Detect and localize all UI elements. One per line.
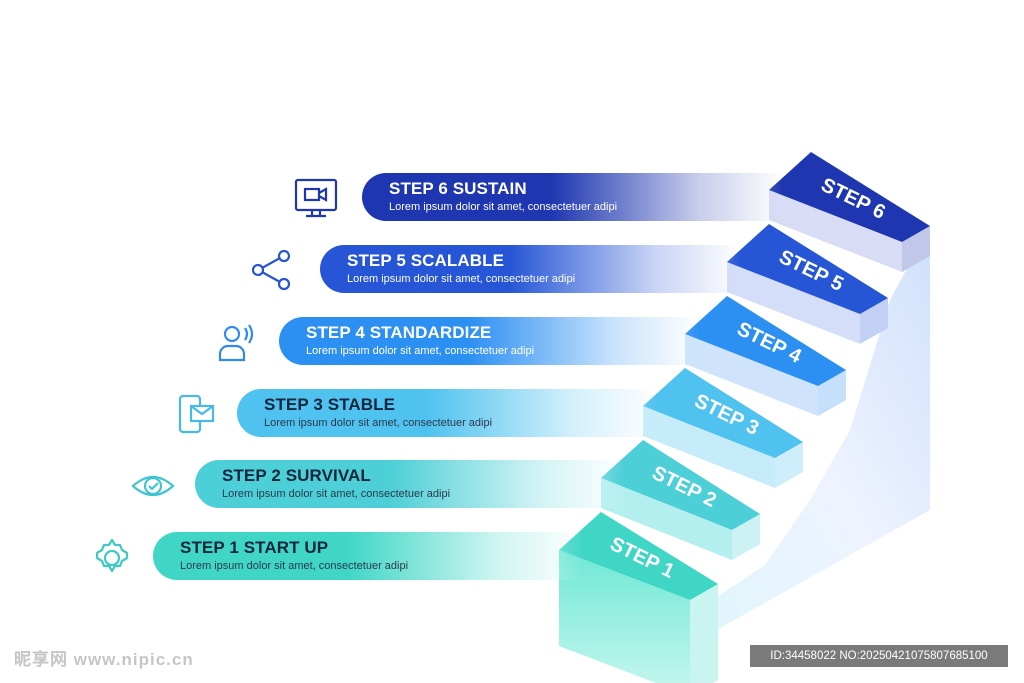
step-banner-2: STEP 2 SURVIVAL Lorem ipsum dolor sit ame…	[195, 460, 625, 508]
step-description: Lorem ipsum dolor sit amet, consectetuer…	[264, 417, 493, 429]
watermark-left: 昵享网 www.nipic.cn	[14, 650, 194, 669]
stair-depth-face	[732, 514, 760, 560]
step-title: STEP 1 START UP	[180, 538, 329, 557]
step-title: STEP 5 SCALABLE	[347, 251, 505, 270]
step-banner-4: STEP 4 STANDARDIZE Lorem ipsum dolor sit …	[279, 317, 699, 365]
stair-riser	[559, 550, 690, 683]
stair-top-face	[559, 512, 718, 600]
step-description: Lorem ipsum dolor sit amet, consectetuer…	[306, 345, 535, 357]
step-banner-1: STEP 1 START UP Lorem ipsum dolor sit ame…	[153, 532, 583, 580]
step-title: STEP 4 STANDARDIZE	[306, 323, 492, 342]
gear-icon	[88, 534, 136, 582]
stair-riser	[727, 262, 860, 344]
stair-depth-face	[860, 298, 888, 344]
step-description: Lorem ipsum dolor sit amet, consectetuer…	[389, 201, 618, 213]
stair-depth-face	[818, 370, 846, 416]
monitor-video-icon	[292, 174, 340, 222]
stair-riser	[643, 406, 775, 488]
step-title: STEP 3 STABLE	[264, 395, 396, 414]
step-title: STEP 2 SURVIVAL	[222, 466, 371, 485]
stair-top-face	[685, 296, 846, 386]
stair-top-face	[769, 152, 930, 242]
stair-riser	[601, 478, 732, 560]
stair-depth-face	[902, 226, 930, 272]
watermark-id: ID:34458022 NO:20250421075807685100	[750, 645, 1008, 667]
eye-icon	[129, 462, 177, 510]
stair-depth-face	[690, 584, 718, 683]
step-banner-5: STEP 5 SCALABLE Lorem ipsum dolor sit ame…	[320, 245, 740, 293]
step-banner-3: STEP 3 STABLE Lorem ipsum dolor sit amet,…	[237, 389, 657, 437]
stair-side-wall	[690, 226, 930, 645]
step-description: Lorem ipsum dolor sit amet, consectetuer…	[222, 488, 451, 500]
stair-riser	[685, 334, 818, 416]
step-banner-6: STEP 6 SUSTAIN Lorem ipsum dolor sit amet…	[362, 173, 782, 221]
step-description: Lorem ipsum dolor sit amet, consectetuer…	[180, 560, 409, 572]
stair-top-face	[643, 368, 803, 458]
share-icon	[248, 246, 296, 294]
step-description: Lorem ipsum dolor sit amet, consectetuer…	[347, 273, 576, 285]
user-voice-icon	[212, 318, 260, 366]
stair-depth-face	[775, 442, 803, 488]
step-title: STEP 6 SUSTAIN	[389, 179, 527, 198]
stair-riser	[769, 190, 902, 272]
stair-top-face	[601, 440, 760, 530]
stair-top-face	[727, 224, 888, 314]
phone-mail-icon	[173, 390, 221, 438]
